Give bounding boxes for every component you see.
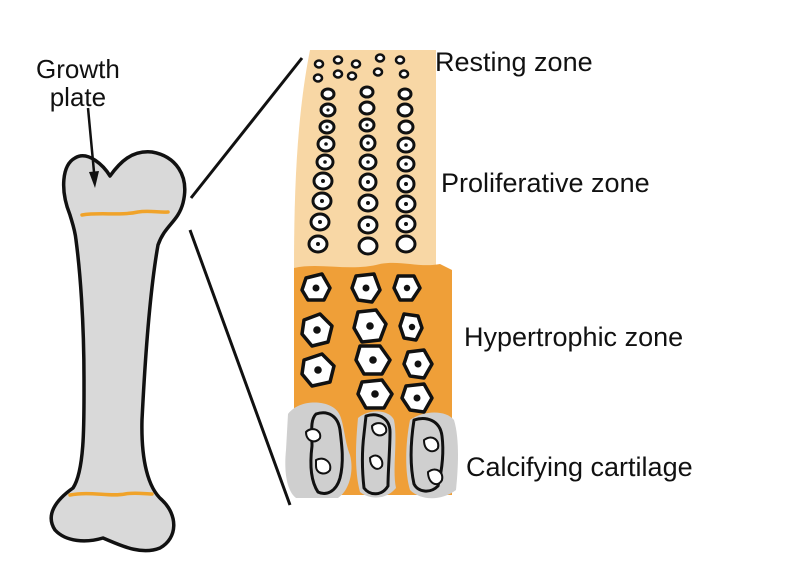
proliferative-zone-label: Proliferative zone (441, 168, 650, 198)
hypertrophic-cells (300, 272, 434, 414)
hypertrophic-zone-label: Hypertrophic zone (464, 322, 684, 352)
growth-plate-line-upper (80, 209, 170, 217)
bone-outline (49, 150, 187, 553)
proliferative-column-1 (307, 87, 337, 254)
pointer-arrow-line (86, 107, 96, 173)
growth-plate-label-line2: plate (49, 82, 107, 112)
resting-zone-label: Resting zone (435, 47, 593, 77)
growth-plate-label-line1: Growth (36, 54, 120, 84)
femur-bone (49, 107, 187, 553)
pointer-arrowhead (89, 171, 99, 188)
calcifying-cartilage-label: Calcifying cartilage (466, 452, 693, 482)
zoom-line-lower (188, 229, 292, 506)
proliferative-column-2 (357, 85, 379, 256)
calcifying-cells (305, 411, 445, 496)
proliferative-cells (307, 85, 417, 256)
zoom-line-upper (189, 57, 304, 199)
calcified-cartilage-region (285, 402, 458, 499)
growth-plate-line-lower (68, 491, 154, 497)
resting-cells (312, 53, 410, 83)
growth-plate-label: Growth plate (36, 55, 120, 111)
calcifying-lacunae (305, 422, 444, 486)
hypertrophic-nuclei (312, 284, 422, 402)
proliferative-nuclei (316, 108, 408, 246)
